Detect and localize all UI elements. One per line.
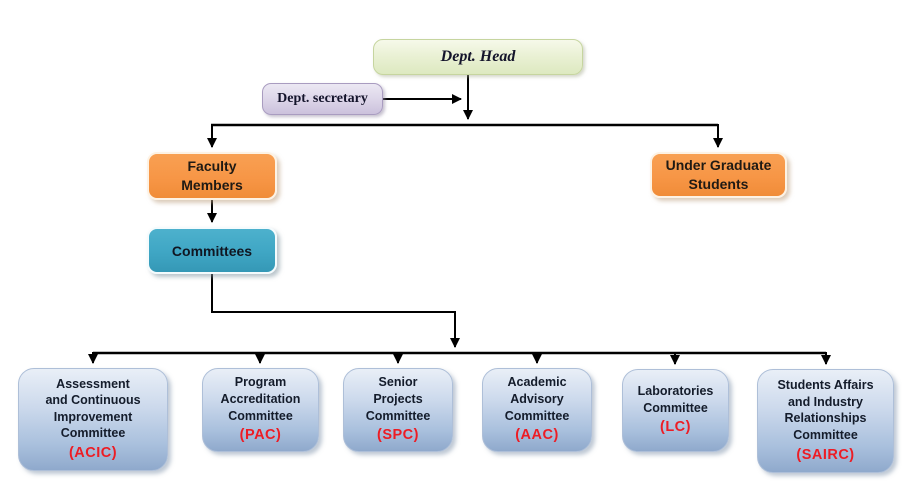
committee-name: Academic Advisory Committee xyxy=(504,375,570,423)
committee-box-sairc: Students Affairs and Industry Relationsh… xyxy=(757,369,894,473)
committee-acronym: (ACIC) xyxy=(68,445,118,462)
committee-box-pac: Program Accreditation Committee (PAC) xyxy=(202,368,319,452)
committee-acronym: (AAC) xyxy=(515,427,559,444)
dept-head-box: Dept. Head xyxy=(373,39,583,75)
committee-acronym: (SPC) xyxy=(377,427,419,444)
faculty-members-box: Faculty Members xyxy=(147,152,277,200)
committees-box: Committees xyxy=(147,227,277,274)
committee-name: Assessment and Continuous Improvement Co… xyxy=(45,376,141,441)
dept-secretary-box: Dept. secretary xyxy=(262,83,383,115)
committee-box-acic: Assessment and Continuous Improvement Co… xyxy=(18,368,168,471)
committee-acronym: (SAIRC) xyxy=(796,446,855,463)
under-graduate-students-box: Under Graduate Students xyxy=(650,152,787,198)
committee-name: Program Accreditation Committee xyxy=(220,375,301,423)
committee-name: Students Affairs and Industry Relationsh… xyxy=(777,378,874,442)
committee-box-lc: Laboratories Committee (LC) xyxy=(622,369,729,452)
committee-acronym: (LC) xyxy=(660,419,691,436)
committee-box-aac: Academic Advisory Committee (AAC) xyxy=(482,368,592,452)
committee-name: Senior Projects Committee xyxy=(365,375,431,423)
committee-name: Laboratories Committee xyxy=(637,384,714,415)
committee-box-spc: Senior Projects Committee (SPC) xyxy=(343,368,453,452)
committee-acronym: (PAC) xyxy=(239,427,282,444)
